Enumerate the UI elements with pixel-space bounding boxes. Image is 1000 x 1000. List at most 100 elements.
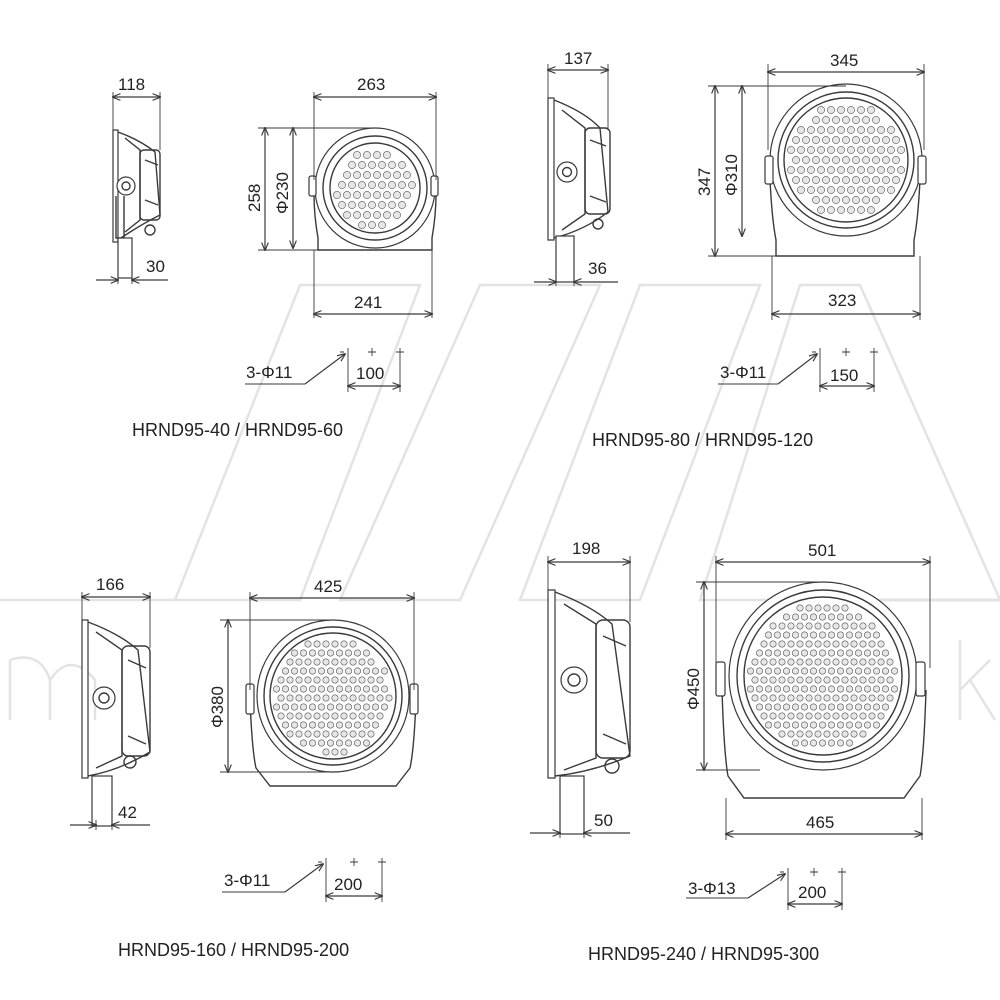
led	[872, 721, 880, 729]
led	[778, 694, 786, 702]
led	[862, 176, 870, 184]
led	[887, 186, 895, 194]
led	[845, 739, 853, 747]
led	[295, 676, 303, 684]
led	[277, 676, 285, 684]
led	[812, 156, 820, 164]
led	[796, 712, 804, 720]
led	[304, 640, 312, 648]
led	[358, 181, 366, 189]
led	[863, 667, 871, 675]
led	[764, 703, 772, 711]
led	[286, 676, 294, 684]
dim-side-bracket-2: 36	[588, 259, 607, 278]
led	[817, 206, 825, 214]
led	[823, 676, 831, 684]
led	[887, 126, 895, 134]
led	[340, 694, 348, 702]
led	[817, 126, 825, 134]
led	[836, 721, 844, 729]
led	[847, 146, 855, 154]
led	[778, 712, 786, 720]
led	[348, 161, 356, 169]
led	[368, 201, 376, 209]
front-view-3	[245, 619, 419, 787]
led	[836, 667, 844, 675]
led	[827, 126, 835, 134]
led	[827, 631, 835, 639]
led	[832, 658, 840, 666]
holes-label-4: 3-Φ13	[688, 879, 736, 898]
led	[769, 694, 777, 702]
dim-side-bracket-1: 30	[146, 257, 165, 276]
led	[836, 685, 844, 693]
led	[371, 703, 379, 711]
led	[378, 181, 386, 189]
led	[331, 640, 339, 648]
led	[859, 676, 867, 684]
led	[809, 739, 817, 747]
led	[836, 703, 844, 711]
led	[299, 685, 307, 693]
led	[313, 676, 321, 684]
led	[867, 186, 875, 194]
led	[367, 730, 375, 738]
led	[852, 116, 860, 124]
led	[787, 676, 795, 684]
led	[764, 685, 772, 693]
led	[805, 640, 813, 648]
led	[812, 136, 820, 144]
led	[308, 649, 316, 657]
led	[746, 667, 754, 675]
side-view-2	[547, 97, 611, 283]
led	[371, 667, 379, 675]
led	[823, 694, 831, 702]
led	[343, 171, 351, 179]
led	[326, 685, 334, 693]
drawing-group-2: 137 36 345 347 Φ310 323	[534, 49, 927, 450]
led	[331, 694, 339, 702]
led	[792, 136, 800, 144]
led	[850, 676, 858, 684]
led	[850, 712, 858, 720]
led	[877, 186, 885, 194]
led	[367, 676, 375, 684]
led	[805, 604, 813, 612]
dim-base-width-1: 241	[354, 293, 382, 312]
led	[832, 116, 840, 124]
holes-label-2: 3-Φ11	[720, 363, 766, 382]
drawing-group-1: 118 30 263 258 Φ230 241	[96, 75, 439, 440]
led	[363, 171, 371, 179]
led	[277, 712, 285, 720]
led	[322, 640, 330, 648]
led	[778, 640, 786, 648]
led	[859, 622, 867, 630]
led	[764, 631, 772, 639]
led	[877, 166, 885, 174]
led	[340, 712, 348, 720]
led	[872, 136, 880, 144]
led	[281, 721, 289, 729]
led	[331, 658, 339, 666]
led	[286, 712, 294, 720]
led	[299, 721, 307, 729]
led	[760, 694, 768, 702]
led	[882, 136, 890, 144]
led	[344, 685, 352, 693]
led	[897, 166, 905, 174]
led	[286, 730, 294, 738]
led	[800, 613, 808, 621]
led	[782, 649, 790, 657]
led	[818, 721, 826, 729]
led	[809, 649, 817, 657]
led	[881, 703, 889, 711]
led	[868, 694, 876, 702]
led	[827, 721, 835, 729]
front-view-2	[764, 83, 927, 257]
led	[892, 176, 900, 184]
hole-spacing-2: 150	[830, 366, 858, 385]
led	[787, 166, 795, 174]
led	[872, 703, 880, 711]
led	[313, 640, 321, 648]
led	[841, 694, 849, 702]
